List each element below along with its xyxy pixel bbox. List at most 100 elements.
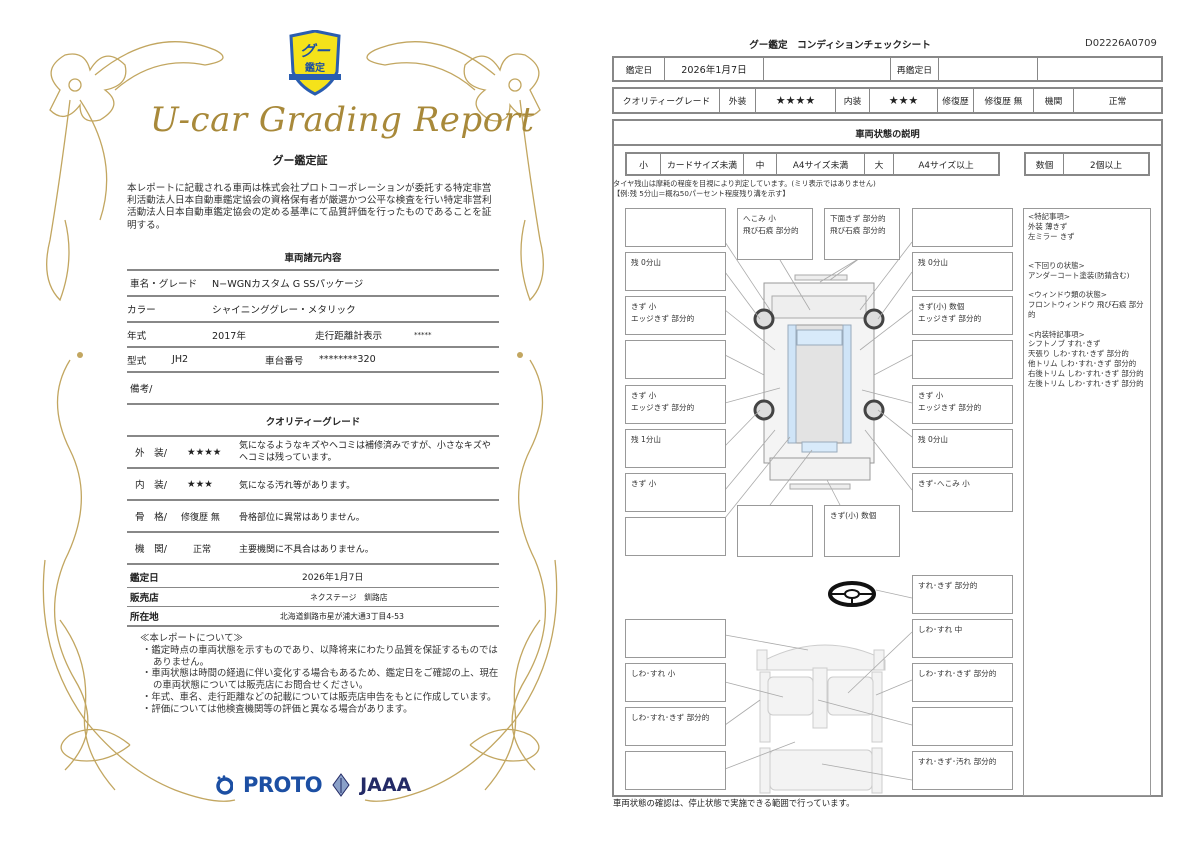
size-legend: 小 カードサイズ未満 中 A4サイズ未満 大 A4サイズ以上 bbox=[625, 152, 1000, 176]
car-exterior-topview bbox=[753, 274, 885, 490]
interior-box-right-3 bbox=[912, 707, 1013, 746]
damage-box-left-4 bbox=[625, 340, 726, 379]
model-code: JH2 bbox=[172, 354, 189, 365]
legend-key: 中 bbox=[744, 154, 777, 174]
special-notes-panel: <特記事項> 外装 薄きず 左ミラー きず <下回りの状態> アンダーコート塗装… bbox=[1023, 208, 1151, 796]
reappraisal-date bbox=[939, 58, 1038, 80]
chassis-number: ********320 bbox=[319, 354, 376, 365]
interior-box-right-1: しわ･すれ 中 bbox=[912, 619, 1013, 658]
legend-key: 小 bbox=[627, 154, 661, 174]
note-item: ・年式、車名、走行距離などの記載については販売店申告をもとに作成しています。 bbox=[142, 691, 497, 703]
count-legend: 数個 2個以上 bbox=[1024, 152, 1150, 176]
info-row-date: 鑑定日 2026年1月7日 bbox=[127, 567, 499, 588]
label: クオリティーグレード bbox=[614, 89, 720, 112]
label: 外 装/ bbox=[135, 448, 168, 459]
proto-logo-icon bbox=[216, 775, 233, 795]
interior-stars: ★★★ bbox=[870, 89, 938, 112]
footer-logos: PROTO JAAA bbox=[215, 770, 411, 800]
vehicle-color: シャイニンググレー・メタリック bbox=[212, 305, 356, 316]
grade-heading: クオリティーグレード bbox=[265, 417, 361, 428]
damage-box-left-2: 残 0分山 bbox=[625, 252, 726, 291]
jaaa-logo: JAAA bbox=[360, 774, 412, 796]
spec-row-year: 年式 2017年 走行距離計表示 ***** bbox=[127, 323, 499, 348]
label: 車名・グレード bbox=[130, 279, 198, 290]
notes-heading: ≪本レポートについて≫ bbox=[140, 633, 243, 644]
grade-desc: 気になるようなキズやヘコミは補修済みですが、小さなキズやヘコミは残っています。 bbox=[239, 441, 491, 463]
tire-note-line: 【例:残 5分山＝概ね50パーセント程度残り溝を示す】 bbox=[613, 188, 790, 198]
engine-status: 正常 bbox=[193, 544, 212, 555]
label: 修復歴 bbox=[938, 89, 974, 112]
proto-logo: PROTO bbox=[243, 773, 323, 797]
interior-box-left-1 bbox=[625, 619, 726, 658]
interior-box-left-2: しわ･すれ 小 bbox=[625, 663, 726, 702]
gold-ornament-frame bbox=[42, 41, 558, 802]
dealer-address: 北海道釧路市星が浦大通3丁目4-53 bbox=[280, 612, 405, 621]
spec-row-color: カラー シャイニンググレー・メタリック bbox=[127, 297, 499, 323]
grade-row-interior: 内 装/ ★★★ 気になる汚れ等があります。 bbox=[127, 469, 499, 501]
damage-box-right-6: 残 0分山 bbox=[912, 429, 1013, 468]
legend-value: A4サイズ未満 bbox=[777, 154, 865, 174]
spec-row-model: 型式 JH2 車台番号 ********320 bbox=[127, 348, 499, 373]
legend-value: 2個以上 bbox=[1090, 160, 1122, 171]
legend-key: 数個 bbox=[1026, 154, 1064, 174]
grade-row-exterior: 外 装/ ★★★★ 気になるようなキズやヘコミは補修済みですが、小さなキズやヘコ… bbox=[127, 437, 499, 469]
divider bbox=[127, 435, 499, 437]
note-item: ・評価については他検査機関等の評価と異なる場合があります。 bbox=[142, 703, 413, 715]
divider bbox=[127, 269, 499, 271]
vehicle-year: 2017年 bbox=[212, 330, 247, 342]
section-title: 車両状態の説明 bbox=[612, 119, 1163, 146]
label: 骨 格/ bbox=[135, 512, 168, 523]
damage-box-right-3: きず(小) 数個 エッジきず 部分的 bbox=[912, 296, 1013, 335]
check-sheet-footer: 車両状態の確認は、停止状態で実施できる範囲で行っています。 bbox=[613, 798, 855, 808]
tire-note: タイヤ残山は摩耗の程度を目視により判定しています。(ミリ表示ではありません) 【… bbox=[613, 179, 876, 198]
damage-box-left-1 bbox=[625, 208, 726, 247]
note-item: ・車両状態は時間の経過に伴い変化する場合もあるため、鑑定日をご確認の上、現在の車… bbox=[142, 668, 499, 692]
certificate-title: グー鑑定証 bbox=[272, 154, 328, 167]
grading-certificate: グー 鑑定 U-car Grading Report グー鑑定証 本レポートに記… bbox=[42, 29, 558, 802]
legend-value: A4サイズ以上 bbox=[918, 160, 974, 171]
label: 型式 bbox=[127, 355, 147, 367]
car-interior-view bbox=[756, 644, 886, 794]
damage-box-rear-lower: きず(小) 数個 bbox=[824, 505, 900, 557]
spec-row-remarks: 備考/ bbox=[127, 373, 499, 405]
interior-box-left-4 bbox=[625, 751, 726, 790]
label: 走行距離計表示 bbox=[315, 330, 383, 342]
repair-history: 修復歴 無 bbox=[181, 512, 220, 523]
label: 所在地 bbox=[130, 612, 159, 623]
spec-row-name: 車名・グレード N−WGNカスタム G SSパッケージ bbox=[127, 271, 499, 297]
certificate-intro: 本レポートに記載される車両は株式会社プロトコーポレーションが委託する特定非営利活… bbox=[127, 183, 492, 231]
grade-row: クオリティーグレード 外装 ★★★★ 内装 ★★★ 修復歴 修復歴 無 機関 正… bbox=[612, 87, 1163, 114]
damage-box-right-1 bbox=[912, 208, 1013, 247]
label: 鑑定日 bbox=[130, 573, 159, 584]
damage-box-right-5: きず 小 エッジきず 部分的 bbox=[912, 385, 1013, 424]
star-rating: ★★★★ bbox=[187, 446, 222, 458]
damage-box-left-7: きず 小 bbox=[625, 473, 726, 512]
label: 内 装/ bbox=[135, 480, 168, 491]
interior-box-left-3: しわ･すれ･きず 部分的 bbox=[625, 707, 726, 746]
dealer-name: ネクステージ 釧路店 bbox=[310, 593, 388, 602]
engine-status: 正常 bbox=[1108, 97, 1127, 107]
damage-box-right-4 bbox=[912, 340, 1013, 379]
interior-box-right-4: すれ･きず･汚れ 部分的 bbox=[912, 751, 1013, 790]
label: 販売店 bbox=[130, 593, 159, 604]
empty-cell bbox=[764, 58, 891, 80]
interior-box-steering: すれ･きず 部分的 bbox=[912, 575, 1013, 614]
label: カラー bbox=[127, 305, 156, 316]
specs-heading: 車両諸元内容 bbox=[284, 253, 342, 264]
info-row-shop: 販売店 ネクステージ 釧路店 bbox=[127, 588, 499, 607]
appraisal-date: 2026年1月7日 bbox=[665, 58, 764, 80]
tire-note-line: タイヤ残山は摩耗の程度を目視により判定しています。(ミリ表示ではありません) bbox=[613, 179, 876, 188]
jaaa-logo-icon bbox=[332, 773, 350, 797]
legend-key: 大 bbox=[865, 154, 894, 174]
legend-value: カードサイズ未満 bbox=[661, 154, 744, 174]
grade-row-engine: 機 関/ 正常 主要機関に不具合はありません。 bbox=[127, 533, 499, 565]
label: 鑑定日 bbox=[614, 58, 665, 80]
info-row-address: 所在地 北海道釧路市星が浦大通3丁目4-53 bbox=[127, 607, 499, 627]
note-item: ・鑑定時点の車両状態を示すものであり、以降将来にわたり品質を保証するものではあり… bbox=[142, 644, 498, 668]
damage-box-left-8 bbox=[625, 517, 726, 556]
damage-box-left-5: きず 小 エッジきず 部分的 bbox=[625, 385, 726, 424]
report-code: D02226A0709 bbox=[1085, 38, 1157, 49]
grade-desc: 気になる汚れ等があります。 bbox=[239, 480, 356, 491]
damage-box-rear-center bbox=[737, 505, 813, 557]
